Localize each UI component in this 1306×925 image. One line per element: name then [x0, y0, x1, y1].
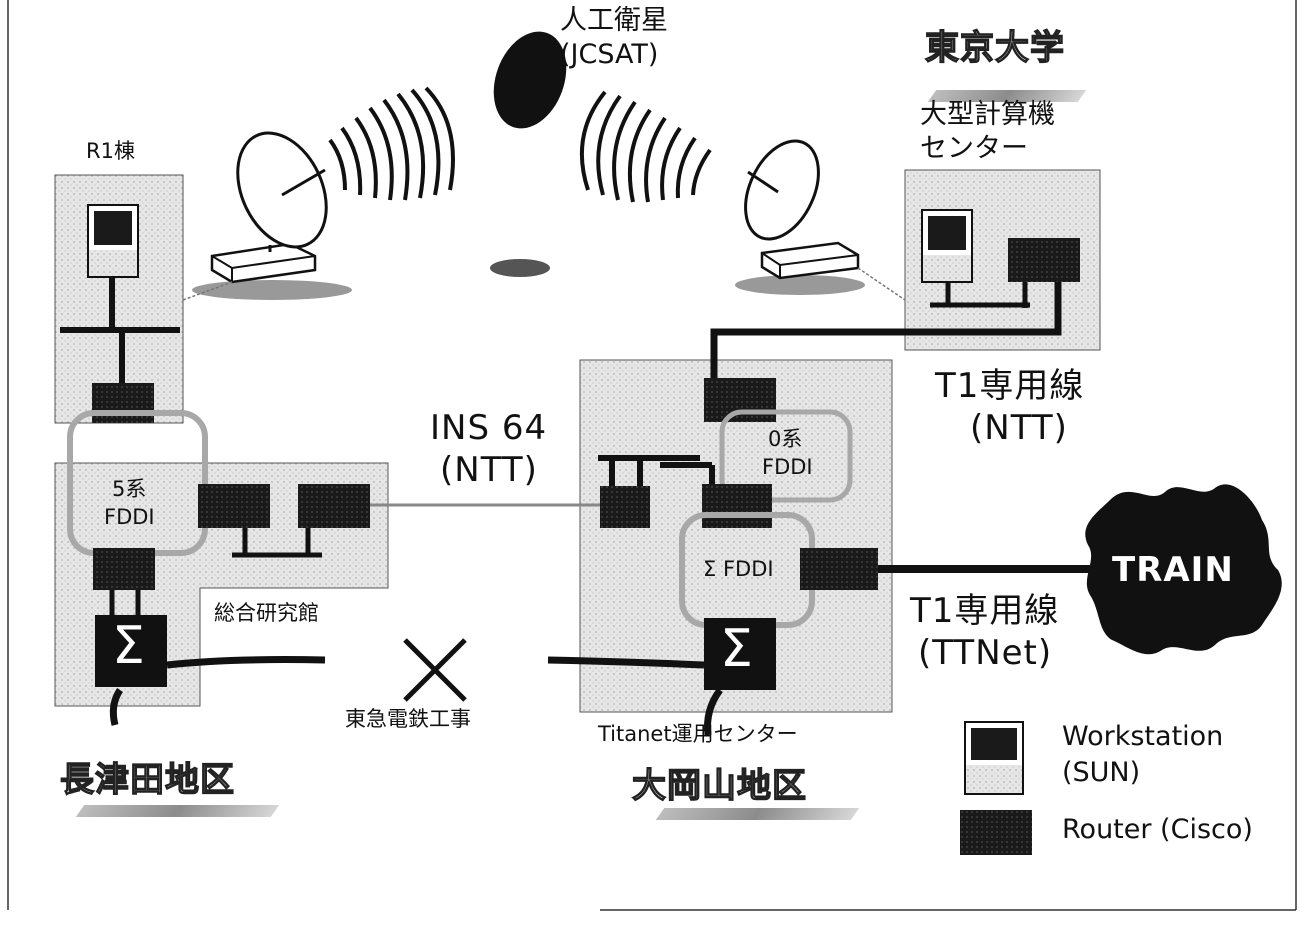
nagatsuta-sigma-switch: [95, 615, 167, 687]
r1-workstation-icon: [87, 204, 139, 278]
cable-ookayama: [547, 656, 705, 669]
r1-lan: [60, 277, 180, 385]
fddi0-ring: [719, 409, 853, 503]
link-dish-r1: [182, 281, 233, 301]
ookayama-router-mid: [702, 484, 772, 528]
satellite-icon: [493, 31, 567, 129]
train-label: TRAIN: [1112, 550, 1234, 590]
radio-waves-right: [579, 90, 712, 203]
fddi0-label: 0系: [768, 427, 803, 451]
sougou-lan: [232, 528, 322, 558]
cable-nagatsuta-down: [109, 688, 123, 726]
t1-ntt-label: T1専用線: [935, 366, 1085, 406]
legend-workstation-label: Workstation: [1062, 721, 1224, 752]
legend-router-label: Router (Cisco): [1062, 814, 1253, 845]
sougou-router-2: [298, 484, 370, 528]
satellite-dish-right: [735, 139, 865, 295]
train-cloud-icon: [1085, 484, 1282, 655]
ookayama-title-shadow: [655, 808, 860, 820]
center-workstation-icon: [921, 209, 973, 283]
tokyo-univ-title: 東京大学: [924, 28, 1065, 68]
ookayama-sigma-switch: [704, 618, 776, 690]
r1-router-icon: [92, 383, 154, 423]
ins64-carrier-label: (NTT): [440, 450, 538, 490]
sigma-fddi-label: Σ FDDI: [703, 557, 774, 581]
nagatsuta-router-links: [109, 590, 141, 618]
computer-center-label-2: センター: [920, 133, 1028, 164]
satellite-shadow: [490, 259, 550, 277]
satellite-name-label: (JCSAT): [560, 39, 659, 70]
ookayama-title: 大岡山地区: [631, 766, 807, 806]
r1-building-label: R1棟: [86, 139, 135, 163]
t1-ttnet-label: T1専用線: [910, 591, 1060, 631]
nagatsuta-router: [93, 548, 155, 590]
ookayama-router-lan: [600, 486, 650, 528]
t1-ntt-carrier-label: (NTT): [970, 408, 1068, 448]
link-dish-center: [857, 267, 906, 301]
sougou-router-1: [198, 484, 270, 528]
cable-cut-icon: [403, 638, 467, 702]
nagatsuta-title-shadow: [75, 805, 280, 817]
nagatsuta-title: 長津田地区: [59, 760, 235, 800]
ookayama-sigma-glyph: Σ: [720, 619, 753, 679]
fddi5-label: 5系: [112, 477, 147, 501]
computer-center-label: 大型計算機: [920, 99, 1055, 130]
radio-waves-left: [328, 86, 455, 201]
ookayama-router-train: [800, 548, 878, 590]
legend-workstation-icon: [964, 721, 1024, 795]
nagatsuta-sigma-glyph: Σ: [112, 616, 145, 676]
t1-ttnet-carrier-label: (TTNet): [918, 633, 1053, 673]
ookayama-lan: [598, 455, 715, 490]
cable-ookayama-down: [704, 687, 723, 736]
titanet-center-label: Titanet運用センター: [598, 722, 798, 746]
legend-workstation-label-2: (SUN): [1062, 757, 1141, 788]
ookayama-router-top: [704, 378, 776, 422]
ins64-label: INS 64: [430, 408, 548, 448]
satellite-dish-left: [192, 131, 352, 300]
center-router-icon: [1008, 238, 1080, 282]
fddi0-label-2: FDDI: [762, 455, 813, 479]
sougou-label: 総合研究館: [214, 601, 319, 625]
cable-nagatsuta: [166, 656, 326, 669]
tokyu-work-label: 東急電鉄工事: [345, 707, 471, 731]
legend-router-icon: [960, 810, 1032, 855]
satellite-label: 人工衛星: [560, 5, 668, 36]
fddi5-label-2: FDDI: [104, 505, 155, 529]
t1-ntt-link: [710, 280, 1062, 382]
center-lan: [930, 282, 1030, 308]
